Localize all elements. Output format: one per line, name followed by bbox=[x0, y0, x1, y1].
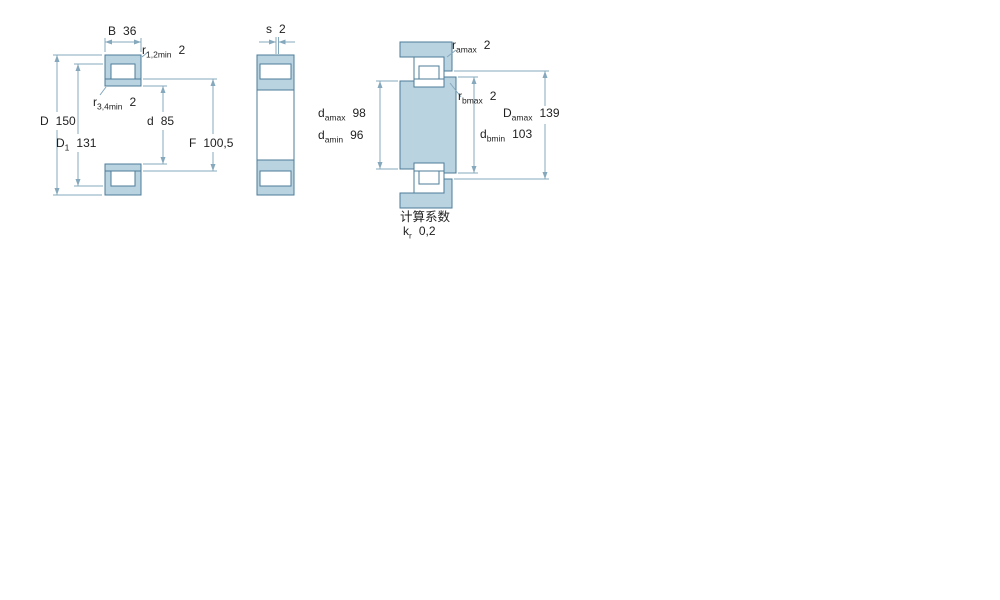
dim-D-line bbox=[53, 54, 102, 196]
roller-top-outline bbox=[418, 65, 440, 80]
right-view bbox=[376, 41, 549, 209]
dim-Da-line bbox=[454, 70, 549, 180]
left-view bbox=[53, 38, 217, 196]
dim-F-line bbox=[143, 78, 217, 172]
dim-D1-line bbox=[74, 63, 103, 187]
roller-stripe-bottom bbox=[259, 170, 292, 187]
roller-stripe-top bbox=[259, 63, 292, 80]
outer-ring-bottom bbox=[104, 170, 142, 196]
leader-r12 bbox=[141, 51, 149, 58]
inner-ring-top bbox=[104, 78, 142, 87]
shaft bbox=[399, 76, 457, 174]
inner-ring-bottom-outline bbox=[413, 162, 445, 172]
inner-ring-bottom bbox=[104, 163, 142, 172]
dim-B-line bbox=[104, 38, 142, 52]
dim-s-line bbox=[259, 37, 295, 54]
dim-db-line bbox=[458, 76, 478, 174]
leader-ramax bbox=[446, 49, 457, 58]
leader-r34 bbox=[99, 86, 107, 96]
roller-bottom bbox=[110, 170, 136, 187]
dim-da-line bbox=[376, 80, 398, 170]
roller-top bbox=[110, 63, 136, 80]
middle-view bbox=[256, 37, 295, 196]
outer-ring-bottom-outline bbox=[413, 170, 445, 194]
roller-bottom-outline bbox=[418, 170, 440, 185]
leader-rbmax bbox=[449, 82, 462, 98]
inner-ring-top-outline bbox=[413, 78, 445, 88]
dim-d-line bbox=[143, 85, 167, 165]
